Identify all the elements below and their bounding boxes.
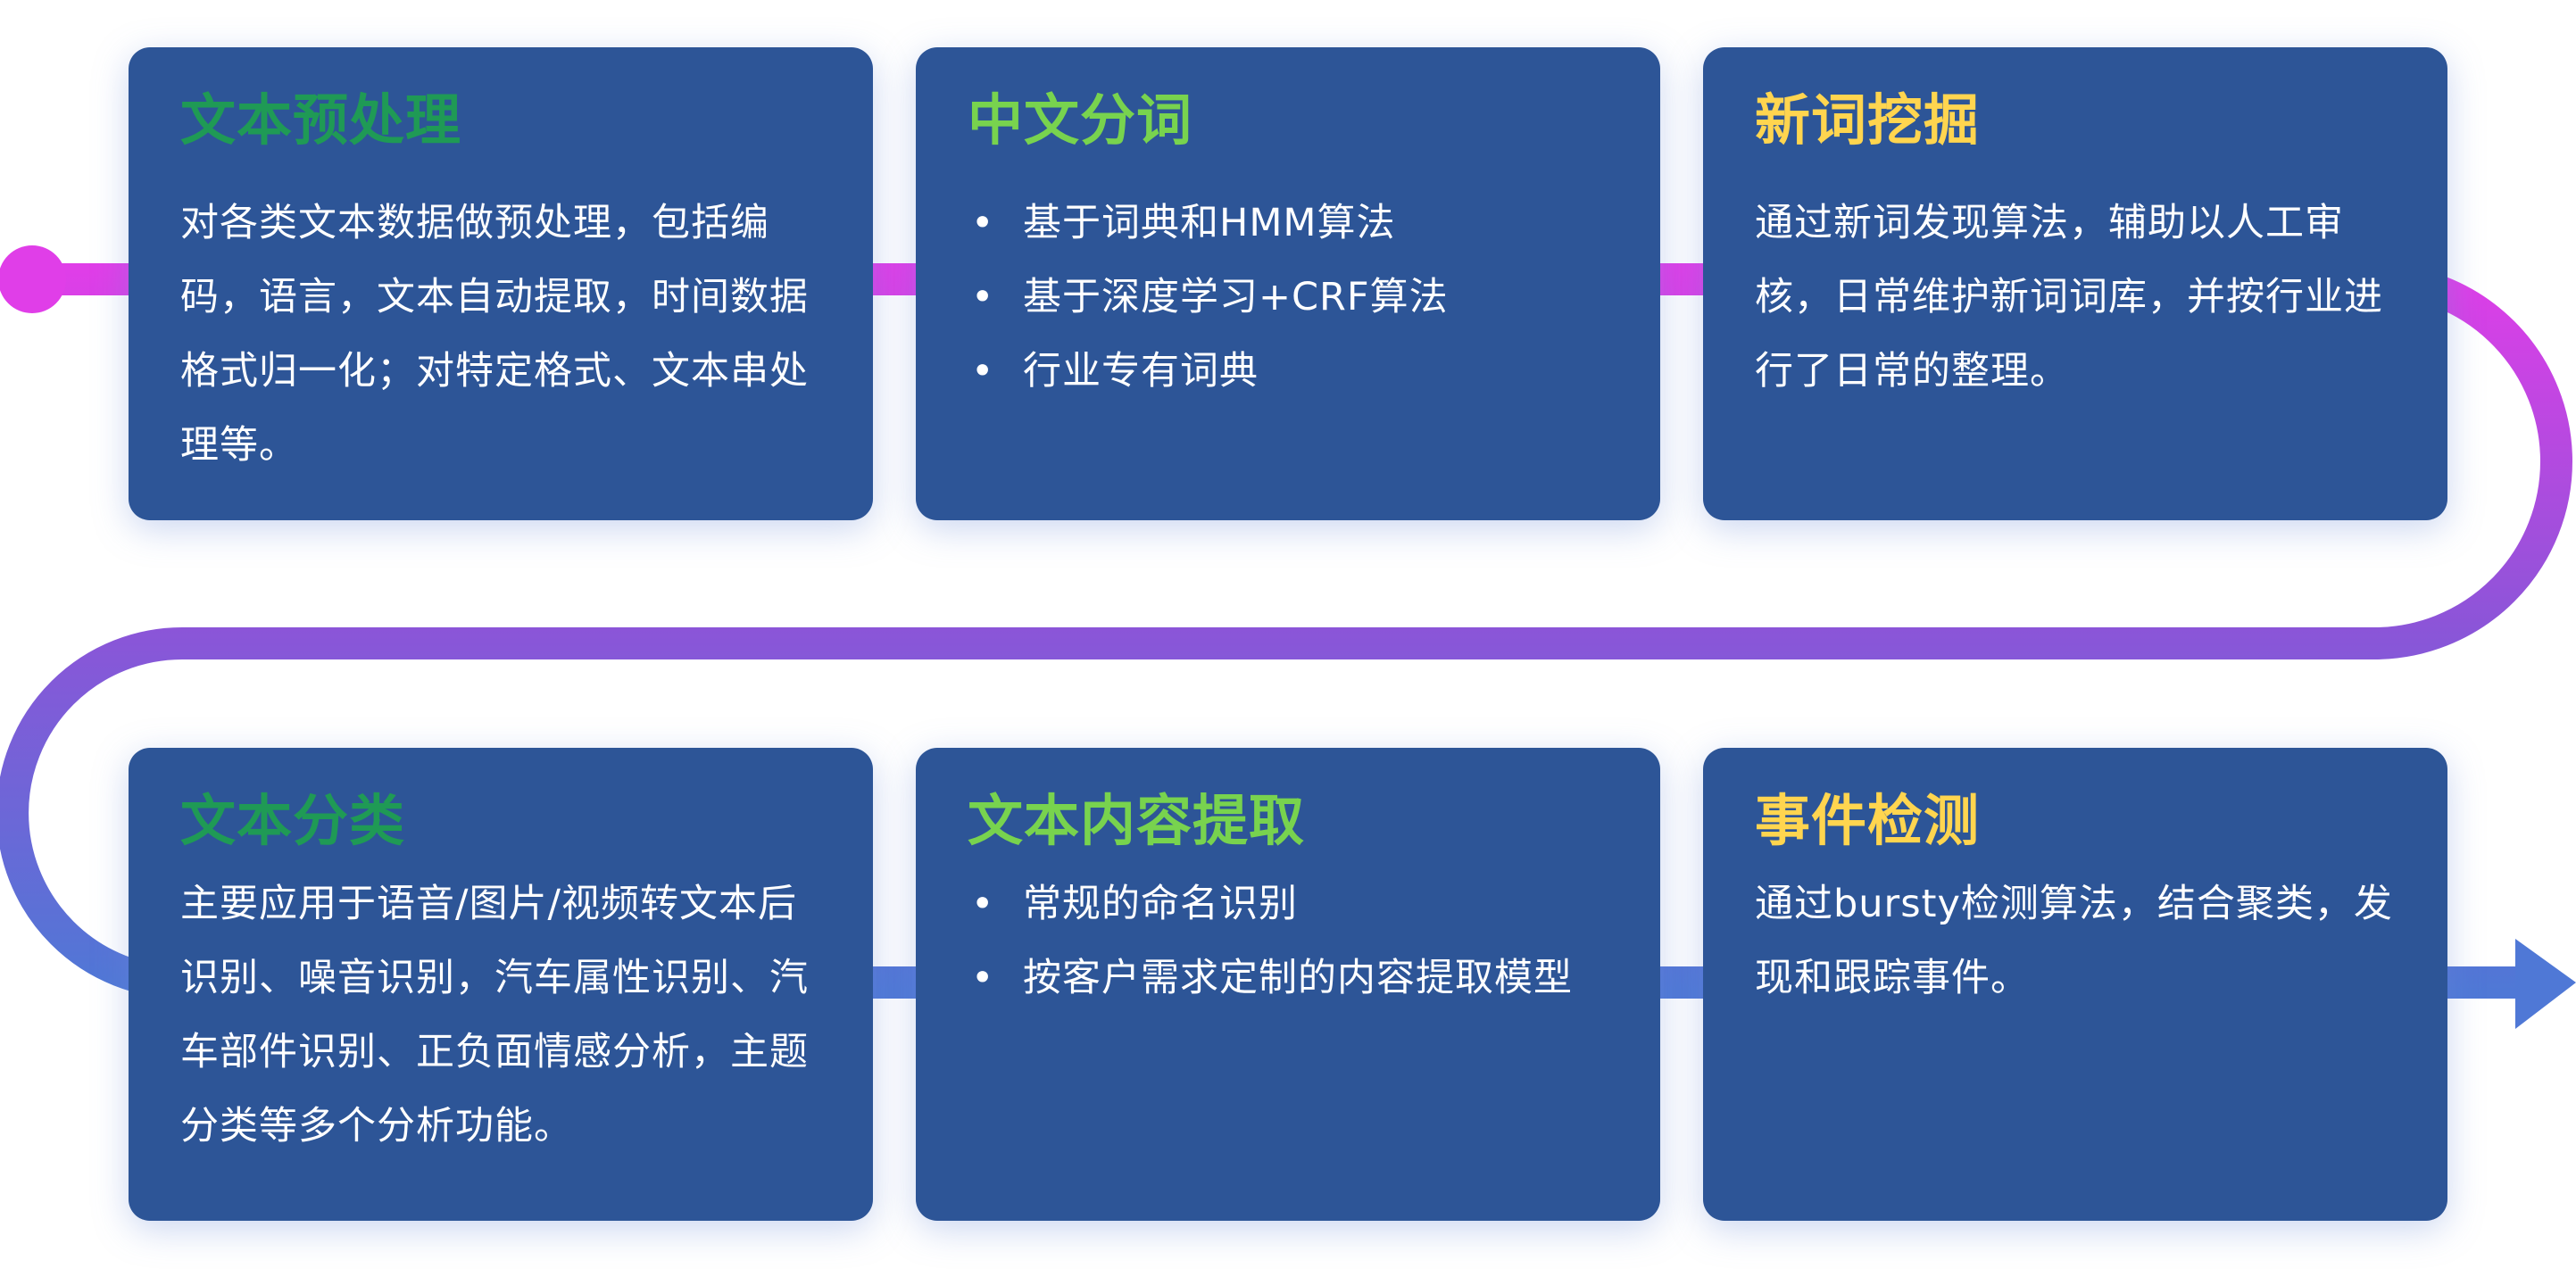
- step-title: 文本内容提取: [968, 788, 1306, 853]
- list-item: •按客户需求定制的内容提取模型: [968, 941, 1608, 1016]
- step-card-text-classification: 文本分类 主要应用于语音/图片/视频转文本后识别、噪音识别，汽车属性识别、汽车部…: [129, 748, 873, 1221]
- step-item-list: •常规的命名识别 •按客户需求定制的内容提取模型: [968, 867, 1608, 1016]
- flow-end-arrow-icon: [2515, 939, 2576, 1029]
- step-item-list: •基于词典和HMM算法 •基于深度学习+CRF算法 •行业专有词典: [968, 187, 1608, 409]
- step-card-event-detection: 事件检测 通过bursty检测算法，结合聚类，发现和跟踪事件。: [1703, 748, 2447, 1221]
- step-card-content-extraction: 文本内容提取 •常规的命名识别 •按客户需求定制的内容提取模型: [916, 748, 1660, 1221]
- step-description: 通过bursty检测算法，结合聚类，发现和跟踪事件。: [1755, 882, 2393, 1000]
- step-title: 文本预处理: [180, 87, 462, 153]
- step-description: 通过新词发现算法，辅助以人工审核，日常维护新词词库，并按行业进行了日常的整理。: [1755, 201, 2383, 394]
- step-title: 文本分类: [180, 788, 406, 853]
- list-item: •基于深度学习+CRF算法: [968, 261, 1608, 335]
- bullet-icon: •: [971, 349, 995, 394]
- step-description: 对各类文本数据做预处理，包括编码，语言，文本自动提取，时间数据格式归一化；对特定…: [180, 201, 809, 468]
- bullet-icon: •: [971, 956, 995, 1000]
- step-title: 中文分词: [968, 87, 1193, 153]
- step-title: 新词挖掘: [1755, 87, 1981, 153]
- step-card-text-preprocessing: 文本预处理 对各类文本数据做预处理，包括编码，语言，文本自动提取，时间数据格式归…: [129, 47, 873, 520]
- bullet-icon: •: [971, 882, 995, 926]
- step-description: 主要应用于语音/图片/视频转文本后识别、噪音识别，汽车属性识别、汽车部件识别、正…: [180, 882, 809, 1148]
- step-title: 事件检测: [1755, 788, 1981, 853]
- flow-path: [0, 263, 2572, 999]
- bullet-icon: •: [971, 201, 995, 245]
- list-item: •基于词典和HMM算法: [968, 187, 1608, 261]
- list-item: •行业专有词典: [968, 335, 1608, 409]
- bullet-icon: •: [971, 275, 995, 319]
- flow-start-dot: [0, 245, 66, 313]
- step-card-chinese-segmentation: 中文分词 •基于词典和HMM算法 •基于深度学习+CRF算法 •行业专有词典: [916, 47, 1660, 520]
- list-item: •常规的命名识别: [968, 867, 1608, 941]
- step-card-new-word-mining: 新词挖掘 通过新词发现算法，辅助以人工审核，日常维护新词词库，并按行业进行了日常…: [1703, 47, 2447, 520]
